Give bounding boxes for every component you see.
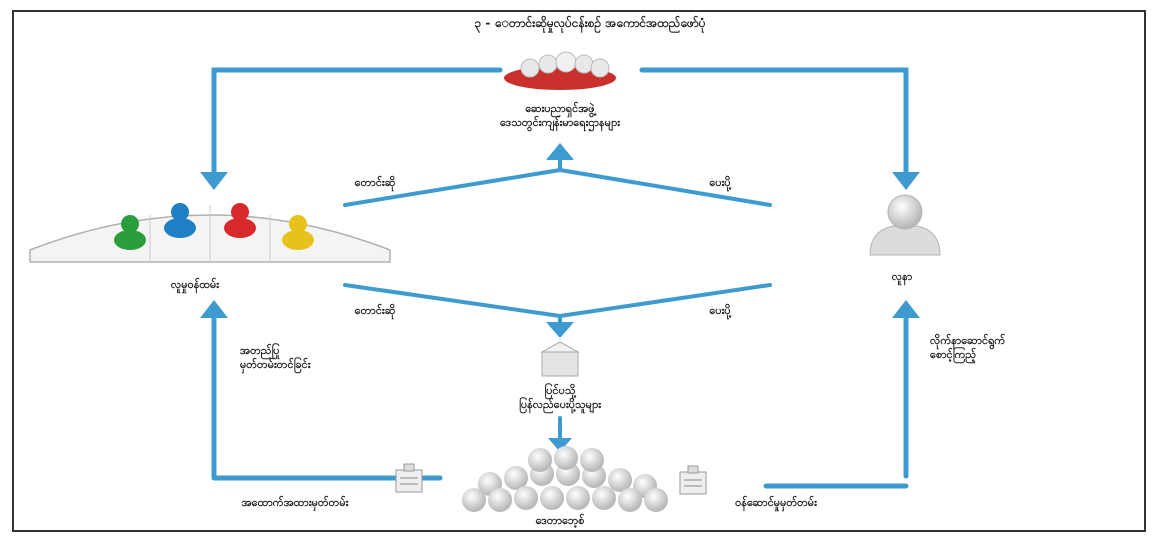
group-people-icon bbox=[504, 51, 616, 90]
right-side-label-line2: စောင့်ကြည့် bbox=[930, 347, 977, 361]
center-node-label: ပြင်ပသို့ ပြန်လည်ပေးပို့သူများ bbox=[450, 384, 670, 412]
top-node-label-line1: ဆေးပညာရှင်အဖွဲ့ bbox=[525, 102, 595, 115]
person-icon bbox=[869, 194, 941, 256]
arrow-head-right-down bbox=[892, 172, 920, 190]
bottom-node-label: ဒေတာဘေ့စ် bbox=[535, 514, 585, 527]
box-icon bbox=[540, 341, 580, 377]
center-node-label-line1: ပြင်ပသို့ bbox=[544, 384, 576, 397]
edge-label-lower-right: ပေးပို့ bbox=[709, 304, 731, 317]
right-side-label-line1: လိုက်နာဆောင်ရွက် bbox=[930, 334, 1006, 347]
right-side-label: လိုက်နာဆောင်ရွက် စောင့်ကြည့် bbox=[930, 334, 1100, 362]
edge-label-upper-right: ပေးပို့ bbox=[709, 176, 731, 189]
green-person-icon bbox=[114, 215, 146, 250]
left-side-label-line1: အတည်ပြု bbox=[240, 344, 280, 357]
left-side-label: အတည်ပြု မှတ်တမ်းတင်ခြင်း bbox=[240, 344, 370, 372]
right-node-label: လူနာ bbox=[891, 270, 913, 283]
arrow-right-up-to-top bbox=[558, 168, 772, 207]
left-side-label-line2: မှတ်တမ်းတင်ခြင်း bbox=[240, 357, 311, 371]
arrow-head-top-up bbox=[546, 143, 574, 160]
inner-arrows bbox=[343, 143, 772, 452]
center-node-label-line2: ပြန်လည်ပေးပို့သူများ bbox=[518, 397, 602, 411]
arrow-head-left-up bbox=[200, 300, 228, 318]
diagram-title: ၃ - ေတာင်းဆိုမှုလုပ်ငန်းစဉ် အကောင်အထည်ဖေ… bbox=[474, 16, 706, 30]
bottom-left-doc-label: အထောက်အထားမှတ်တမ်း bbox=[241, 496, 349, 509]
arrow-head-right-up bbox=[892, 300, 920, 318]
arrow-head-center-down bbox=[546, 322, 574, 338]
arrow-top-to-right bbox=[639, 67, 909, 175]
arrow-right-down-to-center bbox=[558, 283, 772, 318]
left-node-label: လူမှုဝန်ထမ်း bbox=[170, 278, 220, 291]
blue-person-icon bbox=[164, 203, 196, 238]
edge-label-upper-left: တောင်းဆို bbox=[354, 176, 396, 189]
arrow-top-to-left bbox=[211, 67, 503, 175]
top-node-label-line2: ဒေသတွင်းကျန်းမာရေးဌာနများ bbox=[499, 115, 621, 129]
document-icon-right bbox=[679, 465, 707, 495]
arrow-head-left-down bbox=[200, 172, 228, 190]
arrow-head-db-down bbox=[548, 438, 572, 452]
bottom-right-doc-label: ဝန်ဆောင်မှုမှတ်တမ်း bbox=[735, 496, 817, 509]
edge-label-lower-left: တောင်းဆို bbox=[354, 304, 396, 317]
top-node-label: ဆေးပညာရှင်အဖွဲ့ ဒေသတွင်းကျန်းမာရေးဌာနမျာ… bbox=[440, 102, 680, 130]
yellow-person-icon bbox=[282, 215, 314, 250]
document-icon-left bbox=[395, 463, 423, 493]
red-person-icon bbox=[224, 203, 256, 238]
database-spheres-icon bbox=[462, 446, 668, 512]
colored-people-icon bbox=[29, 203, 391, 263]
diagram-frame bbox=[12, 10, 1146, 532]
